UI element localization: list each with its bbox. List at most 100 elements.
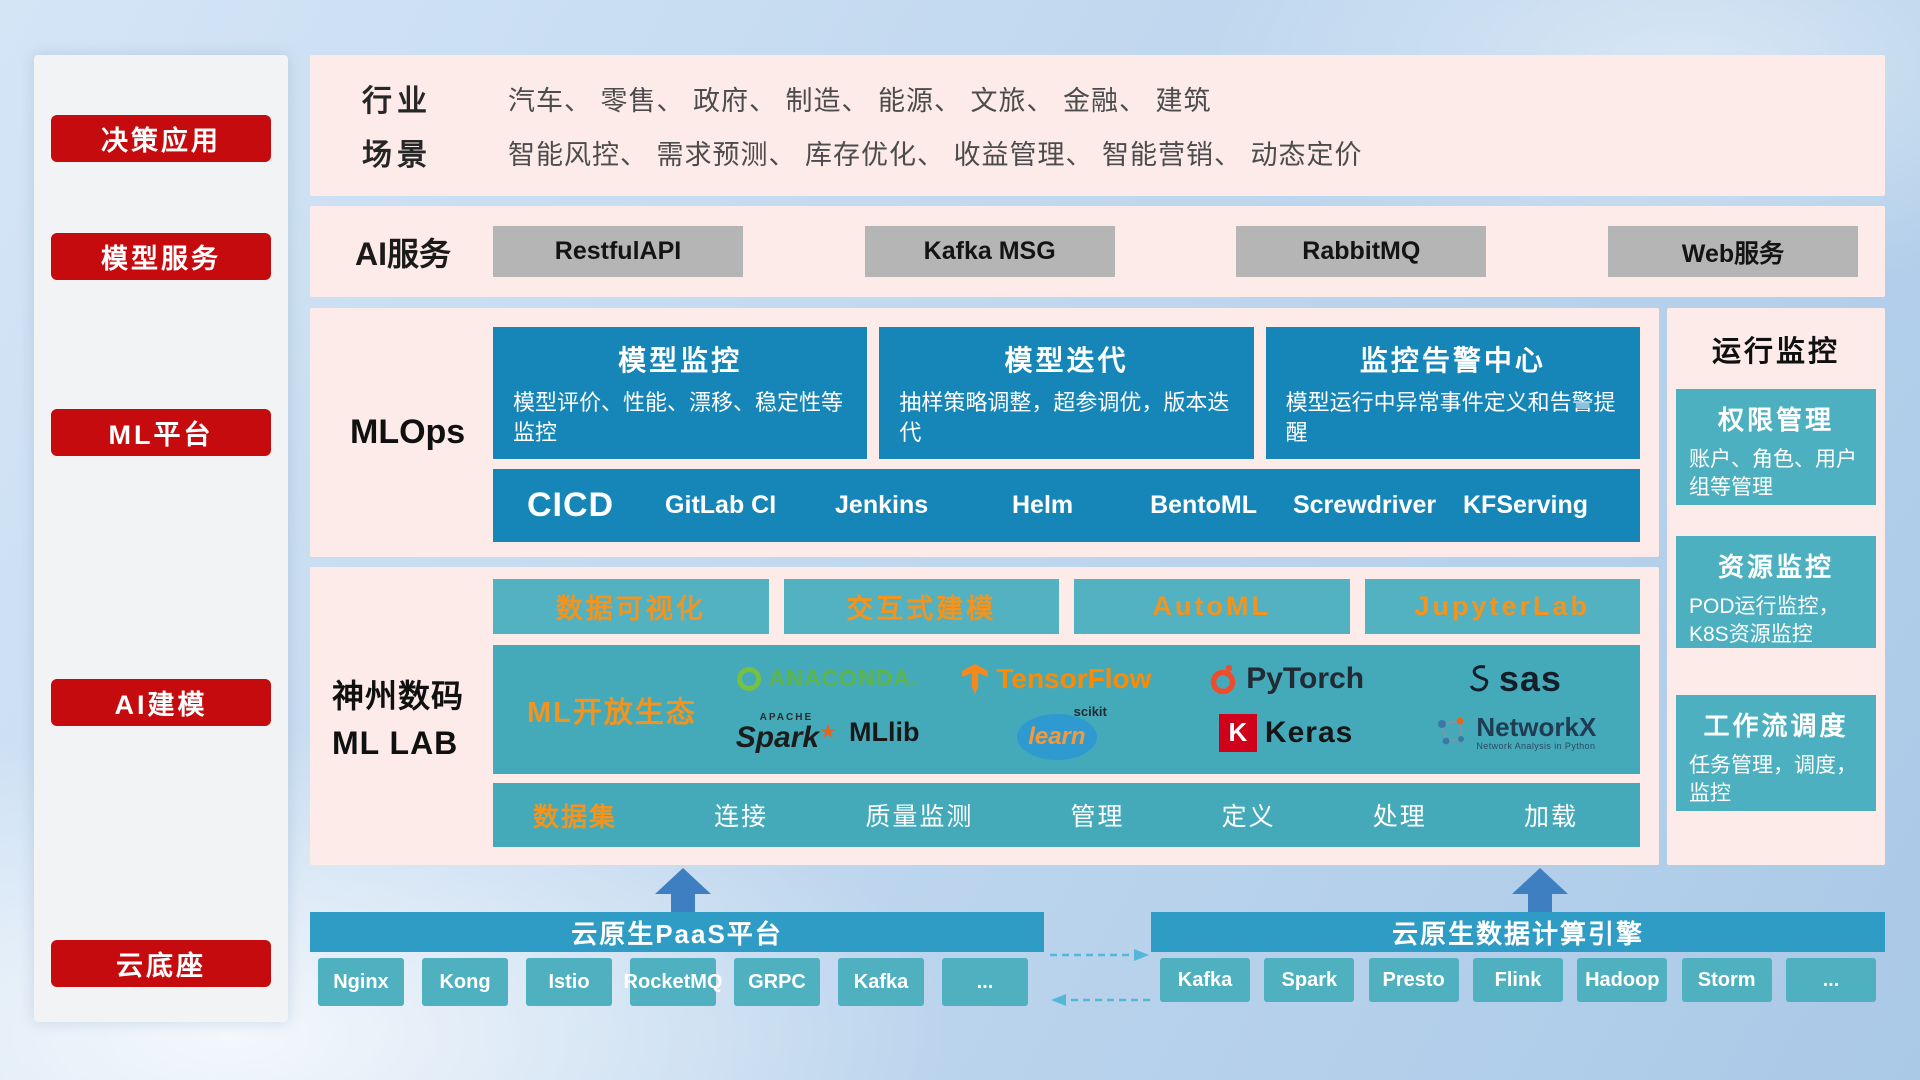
decision-apps-panel: 行业 汽车、 零售、 政府、 制造、 能源、 文旅、 金融、 建筑 场景 智能风… xyxy=(310,55,1885,196)
engine-presto: Presto xyxy=(1368,958,1459,1002)
up-arrow-icon xyxy=(653,868,713,914)
anaconda-wordmark: ANACONDA. xyxy=(768,665,919,691)
engine-hadoop: Hadoop xyxy=(1577,958,1668,1002)
card-desc: 账户、角色、用户组等管理 xyxy=(1689,448,1857,500)
runtime-monitoring-title: 运行监控 xyxy=(1711,336,1840,368)
sidebar-item-label: 决策应用 xyxy=(101,126,221,156)
paas-kafka: Kafka xyxy=(838,958,924,1006)
service-kafka-msg: Kafka MSG xyxy=(864,226,1115,277)
mlops-label: MLOps xyxy=(350,413,466,451)
dataset-manage: 管理 xyxy=(1070,803,1125,831)
spark-star-icon: ★ xyxy=(819,720,838,743)
cicd-kfserving: KFServing xyxy=(1463,491,1589,519)
model-monitoring-card: 模型监控 模型评价、性能、漂移、稳定性等监控 xyxy=(493,327,868,459)
ai-services-panel: AI服务 RestfulAPI Kafka MSG RabbitMQ Web服务 xyxy=(310,206,1885,297)
sidebar-item-ml-platform: ML平台 xyxy=(51,409,271,456)
paas-platform-header: 云原生PaaS平台 xyxy=(310,912,1044,952)
scikit-learn-icon: scikit learn xyxy=(999,704,1115,762)
spark-apache-text: APACHE xyxy=(759,711,814,723)
card-title: 模型监控 xyxy=(618,345,743,376)
networkx-subtitle: Network Analysis in Python xyxy=(1476,740,1596,751)
service-web: Web服务 xyxy=(1607,226,1858,277)
networkx-icon xyxy=(1438,718,1465,745)
paas-more: ... xyxy=(942,958,1028,1006)
tensorflow-icon xyxy=(962,663,989,694)
cicd-screwdriver: Screwdriver xyxy=(1292,491,1437,519)
dashed-flow-arrows-icon xyxy=(1050,949,1150,1006)
ai-services-buttons: RestfulAPI Kafka MSG RabbitMQ Web服务 xyxy=(493,226,1858,277)
dataset-process: 处理 xyxy=(1372,803,1427,831)
pytorch-wordmark: PyTorch xyxy=(1246,661,1365,695)
tensorflow-logo: TensorFlow xyxy=(962,663,1151,695)
ml-ecosystem-box: ML开放生态 ANACONDA. TensorFlow PyTorch xyxy=(493,645,1640,774)
tool-jupyterlab: JupyterLab xyxy=(1364,579,1640,634)
sidebar-item-label: 模型服务 xyxy=(101,244,221,274)
spark-mllib-logo: APACHE Spark★ MLlib xyxy=(735,711,920,754)
scene-label: 场景 xyxy=(362,139,432,172)
scene-row: 场景 智能风控、 需求预测、 库存优化、 收益管理、 智能营销、 动态定价 xyxy=(362,127,1855,177)
permission-mgmt-card: 权限管理 账户、角色、用户组等管理 xyxy=(1676,389,1876,505)
card-desc: 模型评价、性能、漂移、稳定性等监控 xyxy=(513,390,844,445)
ml-lab-panel: 神州数码 ML LAB 数据可视化 交互式建模 AutoML JupyterLa… xyxy=(310,567,1659,865)
card-desc: 模型运行中异常事件定义和告警提醒 xyxy=(1285,390,1616,445)
ml-lab-label-line2: ML LAB xyxy=(332,724,459,761)
sidebar-item-cloud-base: 云底座 xyxy=(51,940,271,987)
cicd-helm: Helm xyxy=(1012,491,1074,519)
paas-rocketmq: RocketMQ xyxy=(624,958,722,1006)
engine-spark: Spark xyxy=(1264,958,1355,1002)
scene-list: 智能风控、 需求预测、 库存优化、 收益管理、 智能营销、 动态定价 xyxy=(508,139,1363,170)
paas-kong: Kong xyxy=(422,958,508,1006)
dataset-load: 加载 xyxy=(1523,803,1578,831)
cicd-gitlab-ci: GitLab CI xyxy=(665,491,777,519)
paas-istio: Istio xyxy=(526,958,612,1006)
dataset-bar: 数据集 连接 质量监测 管理 定义 处理 加载 xyxy=(493,783,1640,847)
card-desc: POD运行监控，K8S资源监控 xyxy=(1689,595,1840,647)
data-engine-header: 云原生数据计算引擎 xyxy=(1151,912,1885,952)
keras-logo: K Keras xyxy=(1218,713,1354,752)
tool-data-visualization: 数据可视化 xyxy=(493,579,769,634)
networkx-logo: NetworkX Network Analysis in Python xyxy=(1434,713,1596,751)
engine-flink: Flink xyxy=(1472,958,1563,1002)
engine-more: ... xyxy=(1785,958,1876,1002)
scikit-learn-logo: scikit learn xyxy=(999,704,1115,762)
learn-text: learn xyxy=(1028,722,1086,750)
ml-lab-label-line1: 神州数码 xyxy=(332,677,465,714)
cicd-bentoml: BentoML xyxy=(1150,491,1258,519)
keras-wordmark: Keras xyxy=(1264,715,1354,749)
card-title: 模型迭代 xyxy=(1004,345,1129,376)
service-restfulapi: RestfulAPI xyxy=(493,226,743,277)
service-rabbitmq: RabbitMQ xyxy=(1236,226,1487,277)
ml-lab-tools-row: 数据可视化 交互式建模 AutoML JupyterLab xyxy=(493,579,1640,634)
ml-ecosystem-label: ML开放生态 xyxy=(527,696,697,729)
networkx-wordmark: NetworkX xyxy=(1476,712,1597,743)
sidebar-item-decision-apps: 决策应用 xyxy=(51,115,271,162)
tensorflow-wordmark: TensorFlow xyxy=(996,662,1152,694)
industry-row: 行业 汽车、 零售、 政府、 制造、 能源、 文旅、 金融、 建筑 xyxy=(362,73,1855,123)
card-desc: 任务管理，调度，监控 xyxy=(1689,754,1857,806)
model-iteration-card: 模型迭代 抽样策略调整，超参调优，版本迭代 xyxy=(879,327,1254,459)
paas-grpc: GRPC xyxy=(734,958,820,1006)
industry-list: 汽车、 零售、 政府、 制造、 能源、 文旅、 金融、 建筑 xyxy=(508,85,1212,116)
anaconda-logo: ANACONDA. xyxy=(736,665,919,692)
dataset-quality: 质量监测 xyxy=(865,803,974,831)
left-category-rail: 决策应用 模型服务 ML平台 AI建模 云底座 xyxy=(34,55,288,1022)
cicd-label: CICD xyxy=(527,486,615,524)
card-title: 工作流调度 xyxy=(1703,711,1849,741)
card-title: 权限管理 xyxy=(1717,405,1834,435)
runtime-monitoring-panel: 运行监控 权限管理 账户、角色、用户组等管理 资源监控 POD运行监控，K8S资… xyxy=(1667,308,1885,865)
dataset-label: 数据集 xyxy=(533,801,618,832)
up-arrow-icon xyxy=(1510,868,1570,914)
alert-center-card: 监控告警中心 模型运行中异常事件定义和告警提醒 xyxy=(1265,327,1640,459)
card-desc: 抽样策略调整，超参调优，版本迭代 xyxy=(899,390,1230,445)
mllib-wordmark: MLlib xyxy=(849,717,920,747)
industry-label: 行业 xyxy=(362,85,432,118)
card-title: 资源监控 xyxy=(1717,552,1834,582)
spark-wordmark: APACHE Spark★ xyxy=(735,711,838,754)
paas-nginx: Nginx xyxy=(318,958,404,1006)
ml-lab-label: 神州数码 ML LAB xyxy=(332,567,492,865)
mlops-panel: MLOps 模型监控 模型评价、性能、漂移、稳定性等监控 模型迭代 抽样策略调整… xyxy=(310,308,1659,557)
dataset-connect: 连接 xyxy=(714,803,769,831)
sidebar-item-label: ML平台 xyxy=(108,420,214,450)
resource-monitoring-card: 资源监控 POD运行监控，K8S资源监控 xyxy=(1676,536,1876,648)
sidebar-item-model-services: 模型服务 xyxy=(51,233,271,280)
